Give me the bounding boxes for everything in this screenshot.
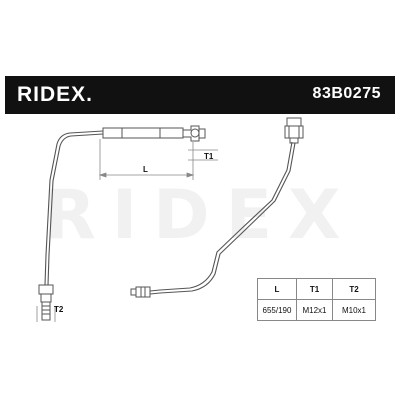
header-bar: RIDEX. 83B0275 bbox=[5, 76, 395, 114]
spec-header-thread1: T1 bbox=[296, 278, 333, 300]
spec-value-thread2: M10x1 bbox=[332, 299, 376, 321]
spec-value-length: 655/190 bbox=[257, 299, 297, 321]
ridex-watermark: RIDEX bbox=[43, 176, 357, 255]
length-label: L bbox=[143, 165, 148, 174]
spec-header-thread2: T2 bbox=[332, 278, 376, 300]
thread1-label: T1 bbox=[204, 152, 214, 161]
right-bottom-fitting bbox=[130, 286, 151, 298]
spec-header-length: L bbox=[257, 278, 297, 300]
spec-value-thread1: M12x1 bbox=[296, 299, 333, 321]
right-top-fitting bbox=[284, 117, 304, 144]
length-dimension bbox=[98, 139, 195, 180]
thread2-dimension bbox=[36, 306, 56, 322]
spec-table-row: 655/190 M12x1 M10x1 bbox=[257, 299, 376, 321]
brand-logo: RIDEX. bbox=[17, 83, 94, 106]
part-number: 83B0275 bbox=[312, 85, 381, 102]
left-brake-line bbox=[44, 130, 104, 286]
hose-body bbox=[102, 125, 206, 142]
left-end-fitting bbox=[38, 284, 54, 321]
right-brake-line bbox=[149, 141, 296, 295]
spec-table: L T1 T2 655/190 M12x1 M10x1 bbox=[257, 278, 376, 321]
thread2-label: T2 bbox=[54, 305, 64, 314]
thread1-dimension bbox=[188, 149, 218, 161]
spec-table-header-row: L T1 T2 bbox=[257, 278, 376, 300]
